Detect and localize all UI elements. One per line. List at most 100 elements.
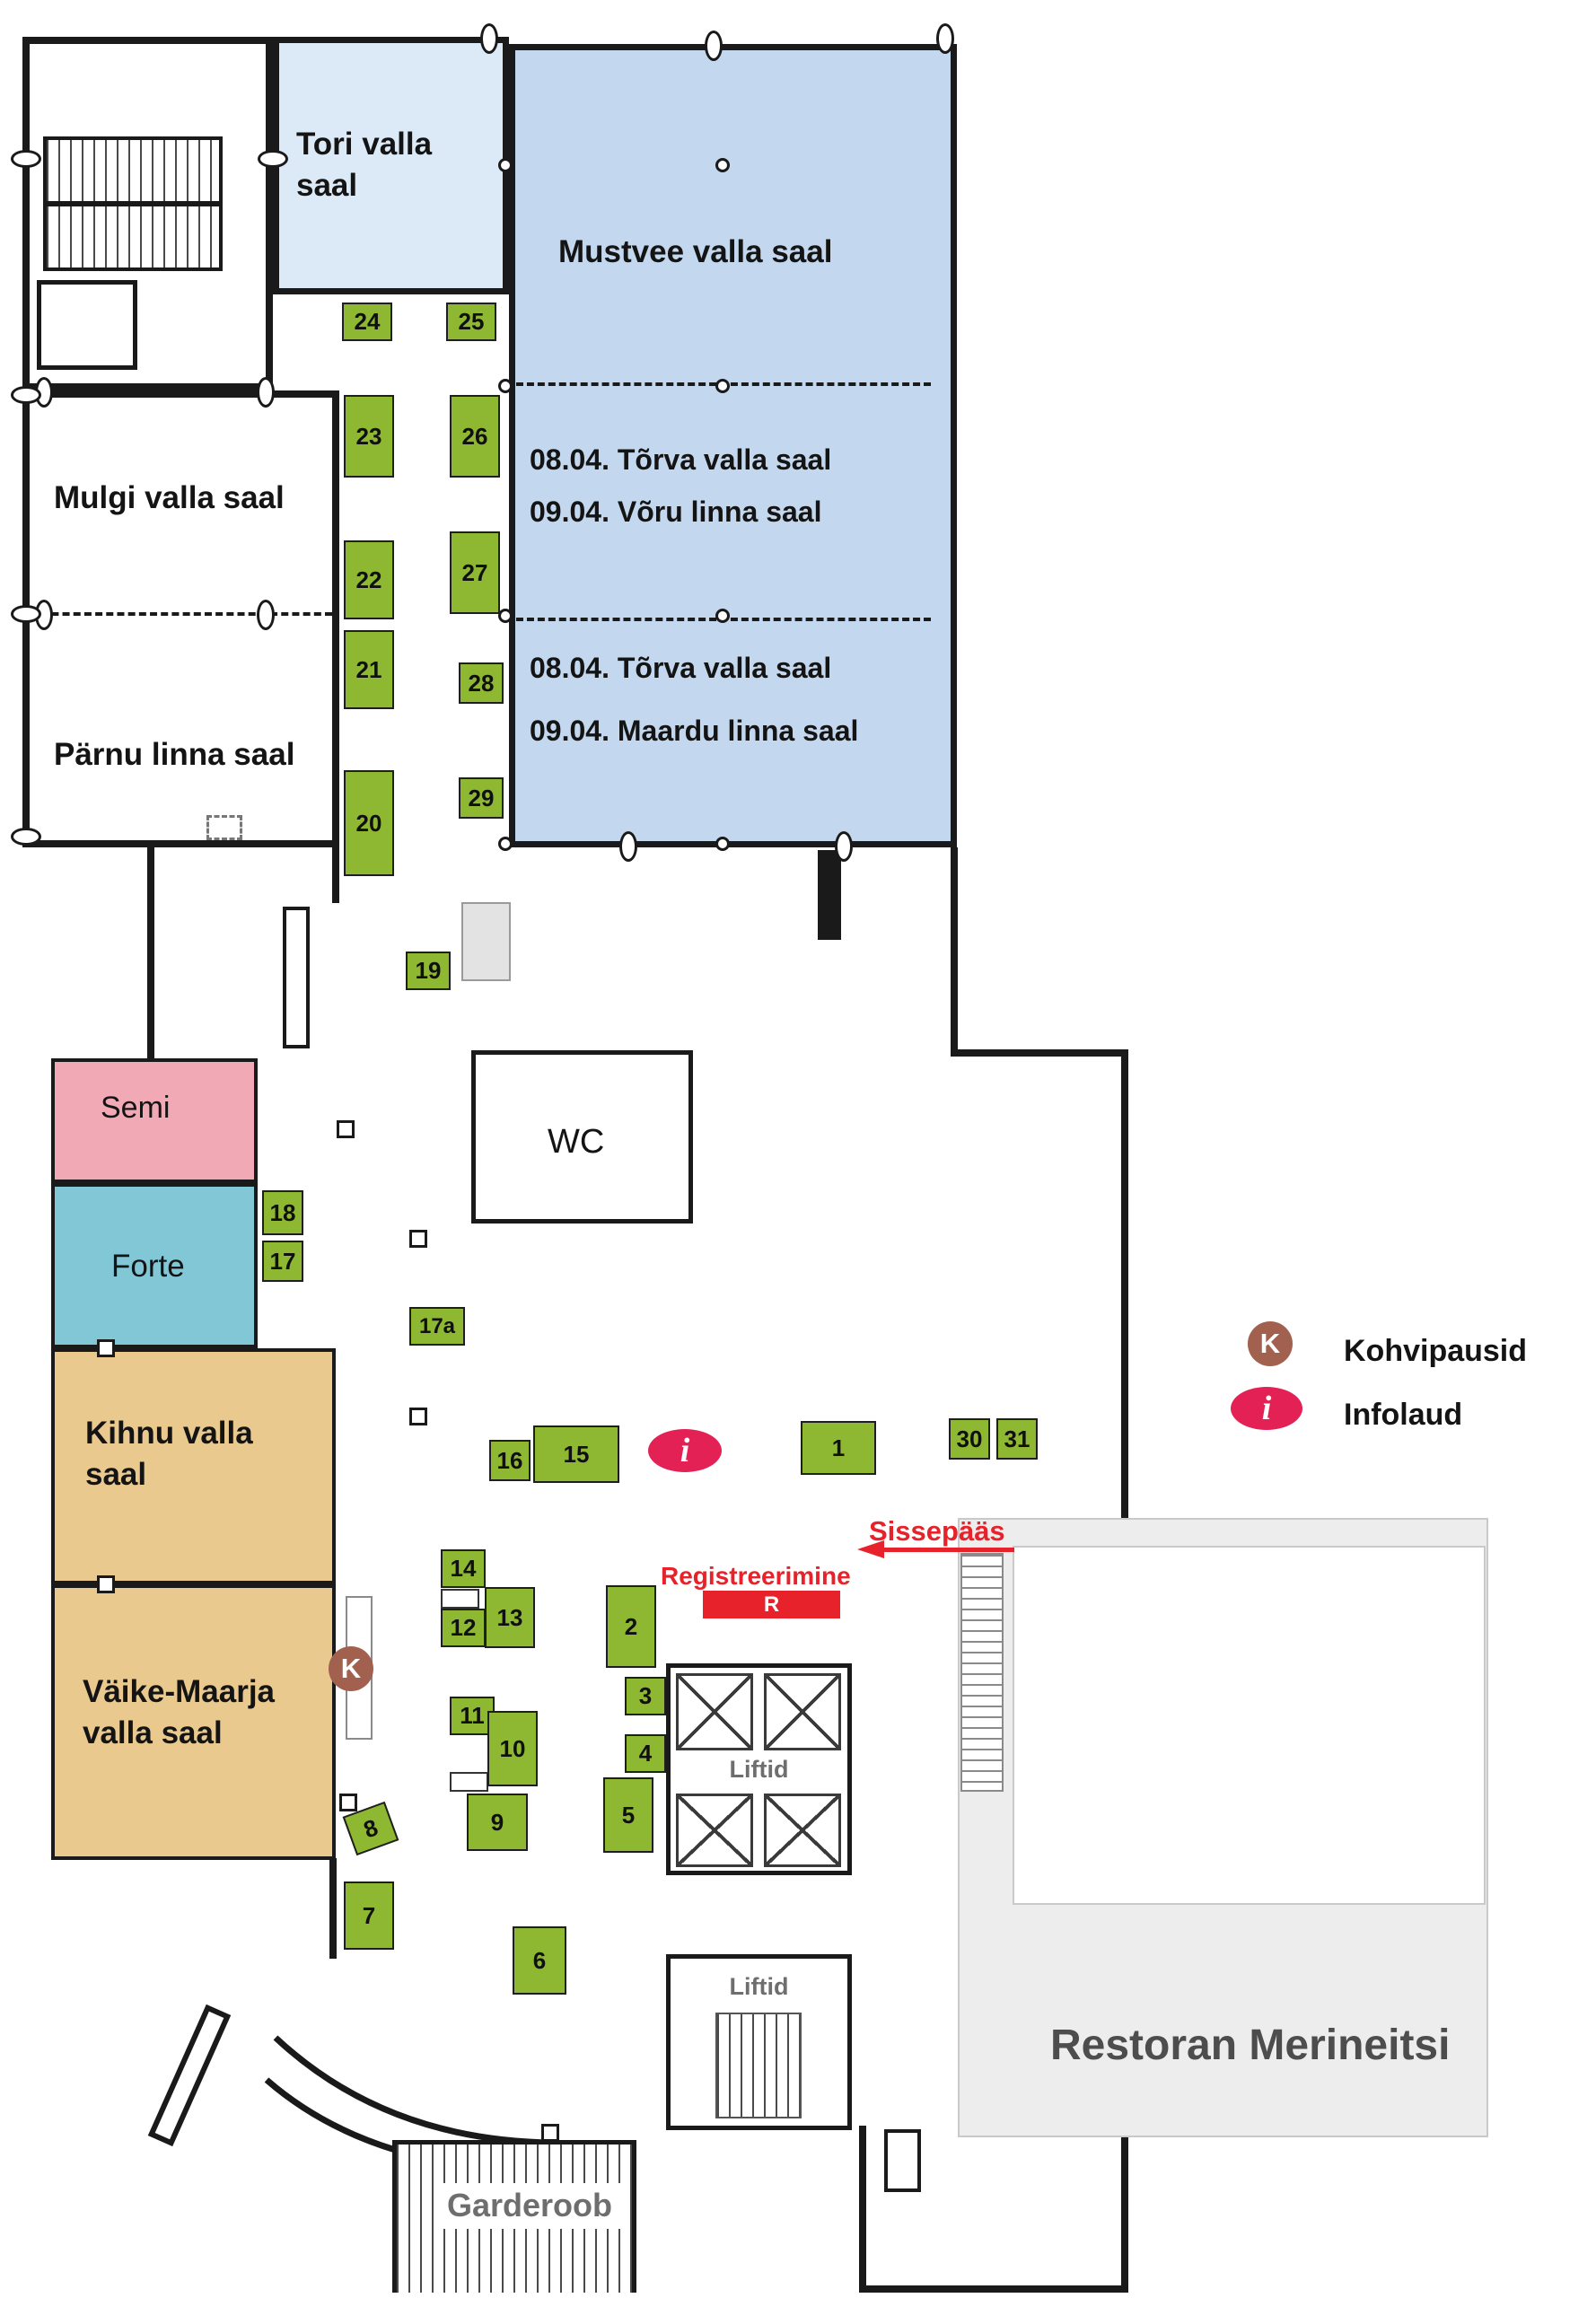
door-marker (11, 386, 41, 404)
info-icon: i (648, 1429, 722, 1472)
room-mulgi-parnu-block (22, 390, 339, 847)
registration-desk: R (703, 1591, 840, 1618)
booth-18: 18 (262, 1190, 303, 1235)
wall (43, 201, 223, 206)
label-semi: Semi (101, 1091, 171, 1125)
booth-15: 15 (533, 1425, 619, 1483)
door-marker (11, 828, 41, 846)
wall (1121, 1049, 1128, 1525)
legend-coffee-label: Kohvipausid (1344, 1334, 1528, 1368)
label-kihnu: Kihnu valla saal (85, 1416, 253, 1492)
elevator-shaft-icon (676, 1794, 753, 1867)
post (97, 1339, 115, 1357)
door-marker (619, 831, 637, 862)
label-torva-voru-2: 09.04. Võru linna saal (530, 496, 822, 528)
elevator-shaft-icon (764, 1794, 841, 1867)
booth-7: 7 (344, 1881, 394, 1950)
registration-label: Registreerimine (661, 1562, 851, 1590)
column-marker (715, 379, 730, 393)
divider-dashed (30, 612, 332, 616)
door-marker (258, 150, 288, 168)
booth-5: 5 (603, 1777, 653, 1853)
booth-22: 22 (344, 540, 394, 619)
label-torva-maardu-2: 09.04. Maardu linna saal (530, 715, 859, 747)
booth-20: 20 (344, 770, 394, 876)
door-nook (884, 2129, 921, 2192)
elevator-block-lower: Liftid (666, 1954, 852, 2130)
booth-31: 31 (996, 1418, 1038, 1460)
info-icon: i (1231, 1387, 1302, 1430)
wall (951, 847, 958, 1057)
elevator-shaft-icon (764, 1673, 841, 1750)
door-marker (11, 150, 41, 168)
label-liftid-lower: Liftid (729, 1973, 789, 2000)
room-kihnu (51, 1348, 336, 1584)
wall (818, 850, 841, 940)
booth-21: 21 (344, 630, 394, 709)
booth-11: 11 (450, 1697, 495, 1735)
column-marker (498, 837, 513, 851)
room-mustvee-block (509, 44, 957, 847)
label-mustvee: Mustvee valla saal (558, 234, 833, 269)
booth-29: 29 (459, 777, 504, 819)
booth-23: 23 (344, 395, 394, 478)
wall (859, 2285, 1128, 2293)
booth-9: 9 (467, 1794, 528, 1851)
elevator-shaft-icon (676, 1673, 753, 1750)
entrance-ramp (147, 2004, 232, 2147)
room-wc (471, 1050, 693, 1224)
wall (332, 847, 339, 903)
booth-2: 2 (606, 1585, 656, 1668)
wall (951, 1049, 1128, 1057)
label-parnu: Pärnu linna saal (54, 737, 295, 772)
post (409, 1230, 427, 1248)
post (97, 1575, 115, 1593)
label-mulgi: Mulgi valla saal (54, 480, 285, 515)
coffee-icon: K (1248, 1321, 1293, 1366)
wall (1121, 2137, 1128, 2293)
restaurant-inner (1013, 1546, 1486, 1905)
post (541, 2124, 559, 2142)
door-marker (705, 31, 723, 61)
door-marker (480, 23, 498, 54)
label-liftid-upper: Liftid (729, 1756, 789, 1783)
label-restoran: Restoran Merineitsi (1050, 2022, 1451, 2069)
dashed-door (206, 815, 242, 840)
door-marker (11, 605, 41, 623)
column-marker (715, 158, 730, 172)
booth-10: 10 (487, 1711, 538, 1786)
booth-4: 4 (625, 1734, 666, 1773)
post (339, 1794, 357, 1811)
stair-landing-room (37, 280, 137, 370)
entrance-arrowhead (857, 1540, 884, 1558)
post (409, 1408, 427, 1425)
booth-14: 14 (441, 1549, 486, 1588)
booth-25: 25 (446, 303, 496, 341)
booth-17a: 17a (409, 1307, 465, 1346)
door-marker (835, 831, 853, 862)
wall (147, 847, 154, 1063)
booth-1: 1 (801, 1421, 876, 1475)
escalator-icon (960, 1553, 1004, 1792)
booth-17: 17 (262, 1241, 303, 1282)
booth-6: 6 (513, 1926, 566, 1995)
label-vaike-maarja: Väike-Maarja valla saal (83, 1674, 276, 1750)
post (337, 1120, 355, 1138)
booth-26: 26 (450, 395, 500, 478)
booth-27: 27 (450, 531, 500, 614)
booth-13: 13 (485, 1587, 535, 1648)
door-marker (257, 600, 275, 630)
label-wc: WC (548, 1123, 605, 1161)
elevator-block-upper: Liftid (666, 1663, 852, 1875)
booth-24: 24 (342, 303, 392, 341)
label-torva-maardu-1: 08.04. Tõrva valla saal (530, 652, 832, 684)
column-marker (715, 837, 730, 851)
entrance-arrow (884, 1548, 1014, 1552)
label-torva-voru-1: 08.04. Tõrva valla saal (530, 443, 832, 476)
closet (283, 907, 310, 1048)
booth-12: 12 (441, 1609, 486, 1647)
legend-info-label: Infolaud (1344, 1398, 1463, 1432)
booth-3: 3 (625, 1677, 666, 1715)
label-garderoob: Garderoob (438, 2183, 622, 2229)
